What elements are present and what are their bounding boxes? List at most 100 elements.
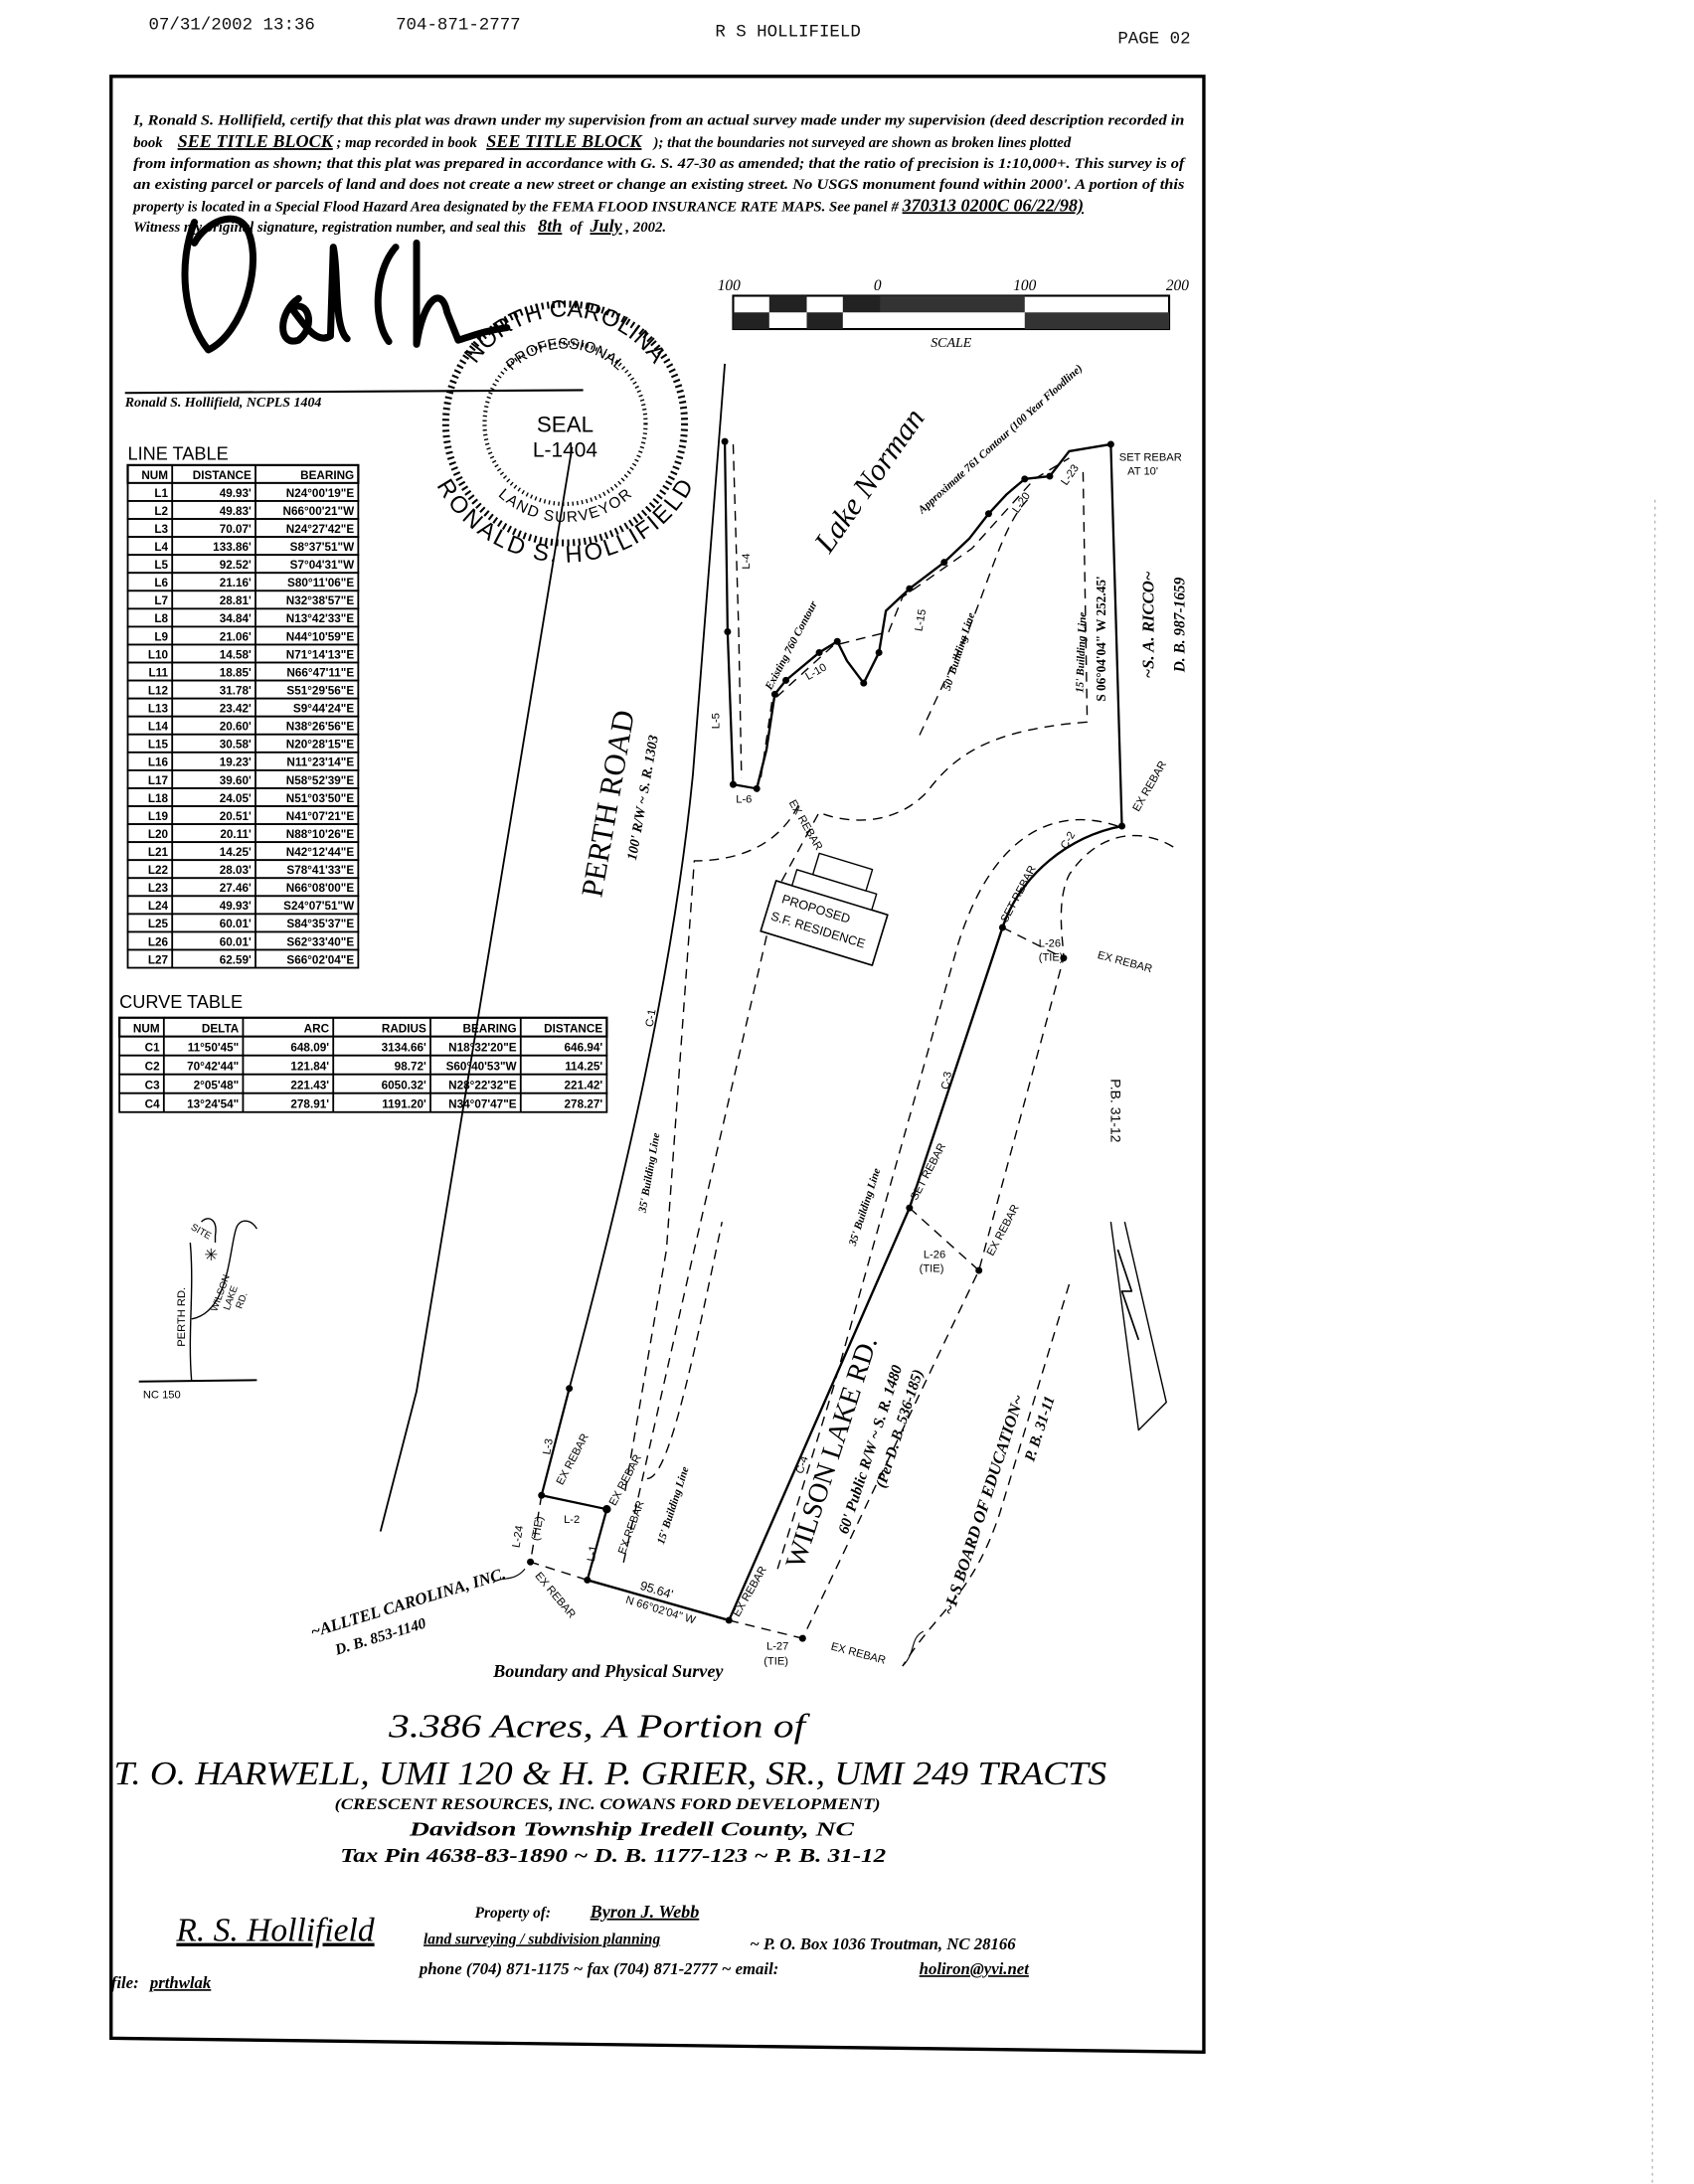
table-cell: 92.52' [220,559,252,572]
svg-text:L-23: L-23 [1059,462,1082,487]
deed-book-value: SEE TITLE BLOCK [178,131,335,151]
table-cell: L12 [148,684,169,697]
lake-label: Lake Norman [807,403,932,560]
contour-761-label: Approximate 761 Contour (100 Year Floodl… [916,363,1086,517]
cert-line-6: Witness my original signature, registrat… [133,216,666,236]
table-cell: 70°42'44" [187,1061,239,1074]
scale-tick-label: 0 [874,277,882,294]
seal-text-professional: PROFESSIONAL [503,335,627,374]
fax-page: PAGE 02 [1117,29,1190,49]
table-cell: N24°27'42"E [286,523,355,536]
fema-panel-value: 370313 0200C 06/22/98) [902,195,1084,216]
table-cell: C1 [145,1042,160,1055]
table-cell: 24.05' [220,792,252,805]
table-cell: C4 [145,1098,160,1111]
table-cell: C3 [145,1080,160,1092]
table-cell: 121.84' [290,1061,329,1074]
svg-text:NORTH CAROLINA: NORTH CAROLINA [460,296,671,368]
table-cell: L23 [148,882,169,895]
table-cell: 70.07' [220,523,252,536]
table-cell: L16 [148,756,169,769]
svg-text:EX REBAR: EX REBAR [786,798,825,853]
svg-text:50' Building Line: 50' Building Line [941,611,978,692]
survey-type: Boundary and Physical Survey [492,1661,724,1681]
table-cell: 60.01' [220,935,252,948]
table-cell: L9 [154,630,168,643]
svg-text:phone (704) 871-1175 ~ fax: phone (704) 871-1175 ~ fax (704) 871-277… [418,1959,779,1978]
table-cell: L20 [148,828,169,841]
svg-text:C-4: C-4 [794,1454,811,1475]
svg-text:C-2: C-2 [1059,830,1078,852]
table-cell: 114.25' [565,1061,602,1074]
table-cell: L7 [154,594,168,607]
table-cell: L5 [154,559,168,572]
table-cell: 1191.20' [382,1098,426,1111]
svg-text:L-20: L-20 [1010,490,1033,515]
vicinity-perth: PERTH RD. [176,1287,188,1347]
table-cell: L17 [148,774,168,787]
adjoiner-board-of-education: ~I-S BOARD OF EDUCATION~ [938,1392,1028,1616]
table-header-cell: DELTA [202,1023,240,1036]
perth-road-label: PERTH ROAD [575,708,641,900]
table-cell: 34.84' [220,612,252,625]
svg-text:L-26: L-26 [1039,938,1061,950]
table-cell: 19.23' [220,756,252,769]
table-cell: 49.83' [220,505,252,518]
plat-border [109,75,1206,2055]
svg-text:35' Building Line: 35' Building Line [847,1167,884,1249]
table-cell: L26 [148,935,169,948]
table-cell: L10 [148,648,169,661]
fax-sender: R S HOLLIFIELD [715,22,861,42]
table-cell: 23.42' [220,703,252,716]
table-cell: L4 [154,541,168,554]
table-header-cell: DISTANCE [544,1023,602,1036]
svg-text:Davidson Township Iredell Cou: Davidson Township Iredell County, NC [409,1819,856,1840]
table-cell: 3134.66' [382,1042,426,1055]
fax-datetime: 07/31/2002 13:36 [148,15,314,35]
certification-block: I, Ronald S. Hollifield, certify that th… [131,113,1187,237]
scale-tick-label: 100 [718,277,741,294]
table-cell: N58°52'39"E [286,774,355,787]
adjoiner-ricco: ~S. A. RICCO~ [1139,571,1158,678]
table-cell: N20°28'15"E [286,739,355,752]
map-book-value: SEE TITLE BLOCK [486,131,643,151]
table-cell: 20.51' [220,810,252,823]
table-cell: L6 [154,577,168,589]
svg-text:L-6: L-6 [736,793,752,805]
table-cell: 14.58' [220,648,252,661]
table-cell: L15 [148,739,169,752]
svg-text:L-26: L-26 [924,1249,945,1260]
table-header-cell: BEARING [300,469,354,482]
table-cell: L1 [154,487,168,500]
table-cell: L21 [148,846,169,859]
table-cell: 98.72' [395,1061,426,1074]
svg-text:SET REBAR: SET REBAR [999,864,1039,924]
svg-text:(CRESCENT RESOURCES, INC. COWA: (CRESCENT RESOURCES, INC. COWANS FORD DE… [335,1796,881,1813]
table-cell: L24 [148,900,169,913]
table-cell: L11 [148,666,168,679]
table-cell: S66°02'04"E [286,953,354,966]
svg-text:L-4: L-4 [741,554,753,570]
tract-names: T. O. HARWELL, UMI 120 & H. P. GRIER, SR… [114,1756,1107,1792]
table-cell: N28°22'32"E [448,1080,517,1092]
table-cell: N66°47'11"E [286,666,354,679]
table-cell: 60.01' [220,918,252,930]
svg-text:PROFESSIONAL: PROFESSIONAL [503,335,627,374]
firm-name: R. S. Hollifield [175,1913,374,1949]
svg-text:Tax Pin 4638-83-1890 ~ D. B.: Tax Pin 4638-83-1890 ~ D. B. 1177-123 ~ … [340,1846,886,1867]
table-cell: S84°35'37"E [286,918,354,930]
